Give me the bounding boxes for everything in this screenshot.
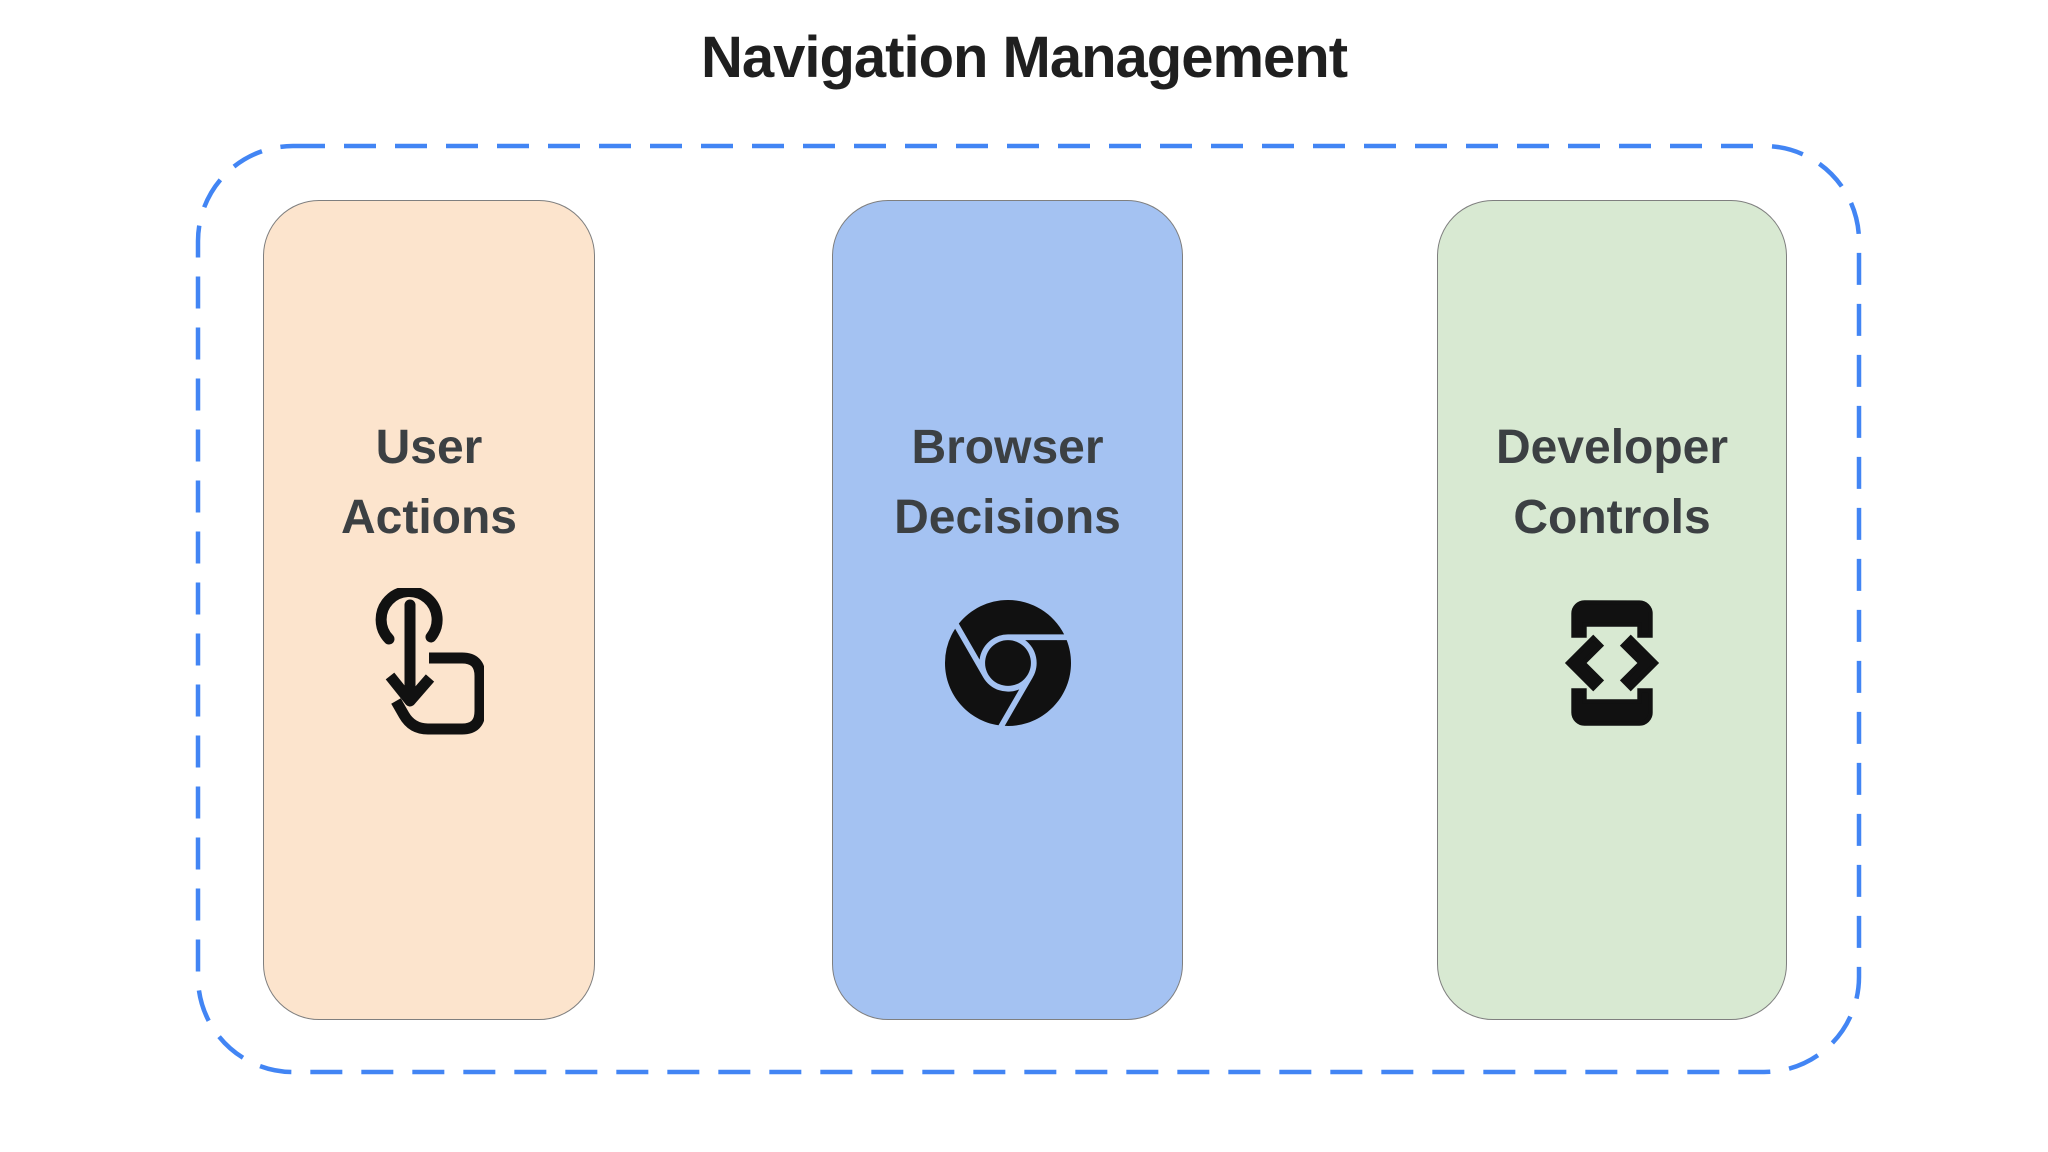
developer-mode-icon	[1564, 600, 1660, 726]
card-label-line: Controls	[1513, 490, 1711, 544]
card-user-actions-icon-box	[264, 588, 594, 738]
card-label-line: Decisions	[894, 490, 1121, 544]
card-user-actions: User Actions	[263, 200, 595, 1020]
dashed-boundary	[195, 143, 1862, 1075]
card-label-line: Actions	[340, 490, 517, 544]
tap-gesture-icon	[375, 588, 484, 735]
chrome-browser-icon	[944, 600, 1071, 726]
card-developer-controls-label: Developer Controls	[1438, 413, 1786, 552]
card-browser-decisions: Browser Decisions	[832, 200, 1183, 1020]
card-browser-decisions-icon-box	[833, 588, 1182, 738]
card-browser-decisions-label: Browser Decisions	[833, 413, 1182, 552]
card-user-actions-label: User Actions	[264, 413, 594, 552]
card-label-line: Developer	[1495, 421, 1729, 474]
dashed-border-outline	[195, 143, 1862, 1075]
page-title: Navigation Management	[700, 25, 1348, 90]
card-label-line: Browser	[911, 421, 1104, 474]
card-label-line: User	[375, 421, 483, 474]
card-developer-controls-icon-box	[1438, 588, 1786, 738]
card-developer-controls: Developer Controls	[1437, 200, 1787, 1020]
